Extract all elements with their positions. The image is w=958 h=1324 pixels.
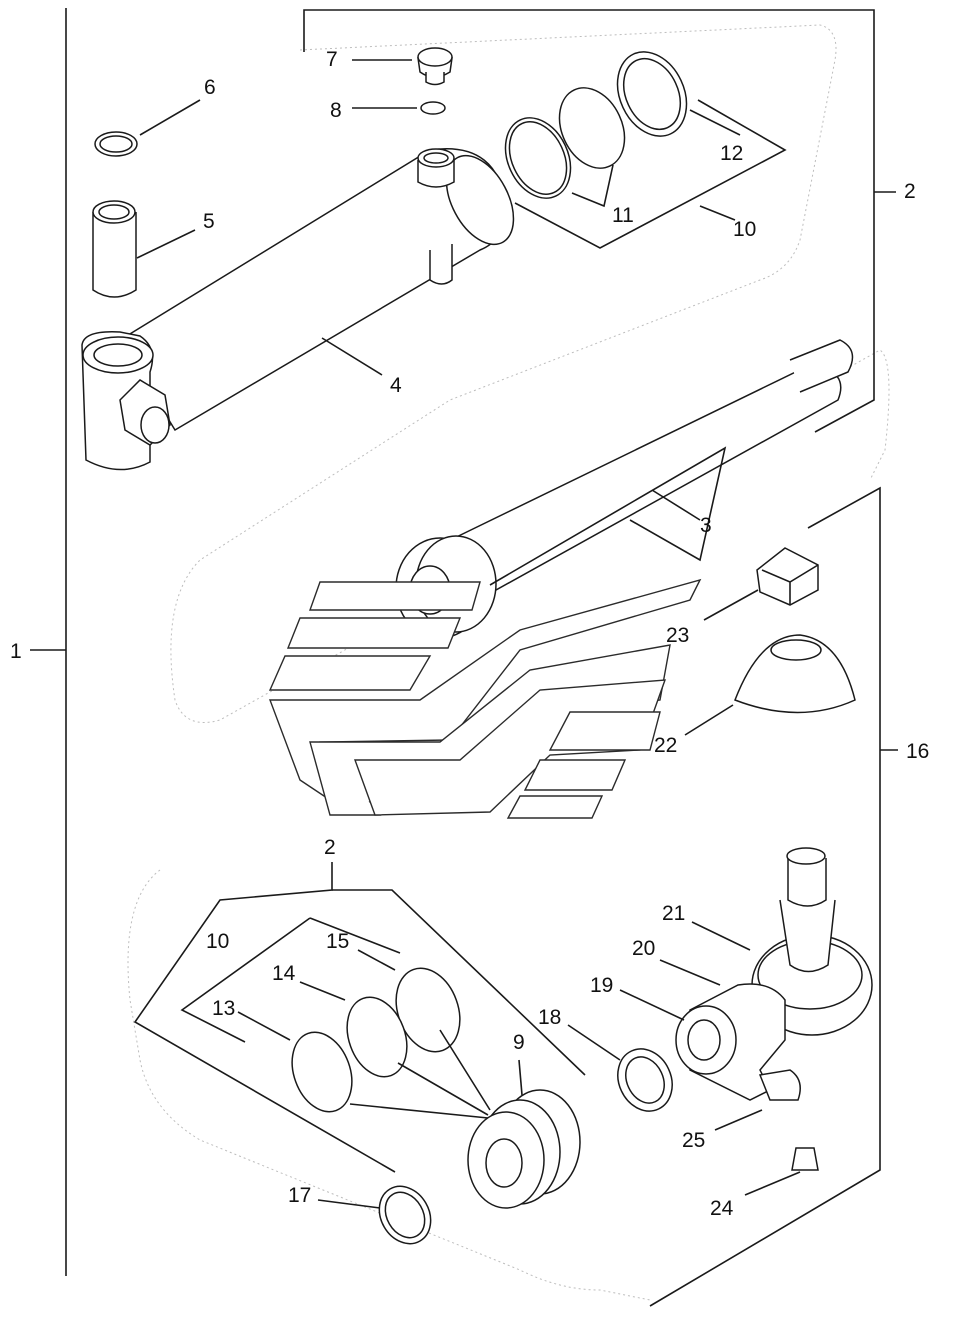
callout-2-bottom: 2 — [324, 836, 336, 859]
callout-18: 18 — [538, 1006, 561, 1029]
seal-14 — [346, 996, 408, 1078]
callout-25: 25 — [682, 1129, 705, 1152]
phantom-outline — [127, 24, 890, 1301]
callout-24: 24 — [710, 1197, 734, 1220]
callout-9: 9 — [513, 1031, 525, 1054]
callout-3: 3 — [700, 514, 712, 537]
callout-22: 22 — [654, 734, 677, 757]
callout-5: 5 — [203, 210, 215, 233]
callout-19: 19 — [590, 974, 613, 997]
callout-1: 1 — [10, 640, 22, 663]
watermark-logo — [268, 578, 702, 819]
callout-23: 23 — [666, 624, 689, 647]
washer-8 — [420, 101, 446, 115]
castle-nut-23 — [756, 547, 819, 606]
bracket-16 — [649, 486, 898, 1307]
callout-20: 20 — [632, 937, 655, 960]
seal-13 — [291, 1031, 353, 1113]
piston-9 — [467, 1089, 581, 1209]
callout-17: 17 — [288, 1184, 311, 1207]
callout-15: 15 — [326, 930, 349, 953]
callout-14: 14 — [272, 962, 296, 985]
callout-8: 8 — [330, 99, 342, 122]
bushing-5 — [92, 200, 137, 298]
bracket-2-top — [303, 9, 896, 433]
seal-11b — [558, 87, 626, 169]
grease-fitting-24 — [791, 1147, 819, 1171]
callout-16: 16 — [906, 740, 929, 763]
callout-10-bottom: 10 — [206, 930, 229, 953]
callout-4: 4 — [390, 374, 402, 397]
housing-20 — [675, 983, 801, 1101]
callout-13: 13 — [212, 997, 235, 1020]
plug-7 — [417, 47, 453, 86]
callout-10-top: 10 — [733, 218, 756, 241]
callout-21: 21 — [662, 902, 685, 925]
bracket-1 — [30, 8, 67, 1276]
boot-22 — [734, 634, 856, 714]
callout-2-top: 2 — [904, 180, 916, 203]
callout-12: 12 — [720, 142, 743, 165]
callout-7: 7 — [326, 48, 338, 71]
callout-6: 6 — [204, 76, 216, 99]
cylinder-barrel-4 — [81, 148, 515, 471]
callout-11: 11 — [612, 204, 634, 227]
